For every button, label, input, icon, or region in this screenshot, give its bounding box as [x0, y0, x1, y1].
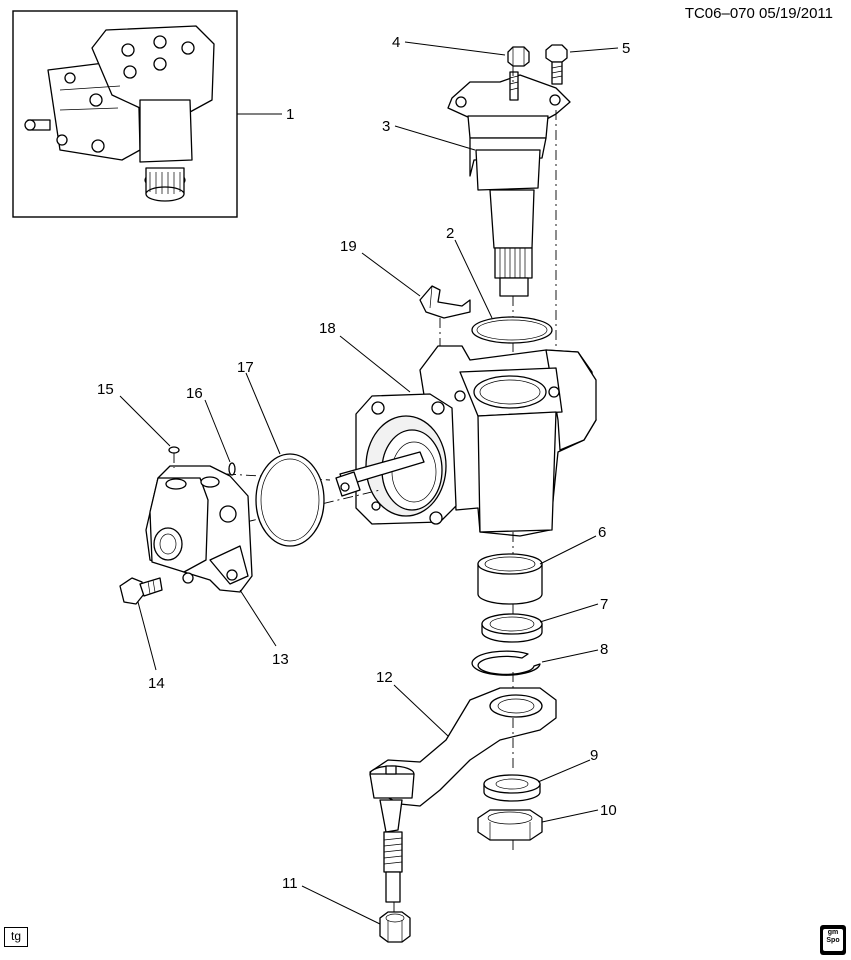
callout-9: 9 [590, 747, 598, 764]
part-8-retaining-ring [471, 650, 541, 676]
logo-line-2: Spo [826, 937, 840, 944]
part-14-bolt [119, 577, 163, 605]
callout-14: 14 [148, 675, 165, 692]
part-4-nut [507, 46, 530, 67]
part-15-seal [168, 446, 180, 454]
gm-spo-logo: gm Spo [820, 925, 846, 955]
part-13-adjuster-housing [145, 465, 253, 593]
callout-10: 10 [600, 802, 617, 819]
callout-18: 18 [319, 320, 336, 337]
logo-line-1: gm [827, 929, 839, 936]
callout-1: 1 [286, 106, 294, 123]
part-6-bearing [477, 553, 543, 605]
callout-12: 12 [376, 669, 393, 686]
callout-17: 17 [237, 359, 254, 376]
part-3-side-cover-sector-shaft [447, 71, 571, 297]
part-7-seal [481, 613, 543, 643]
tag-label: tg [4, 927, 28, 947]
callout-13: 13 [272, 651, 289, 668]
diagram-id-date: TC06–070 05/19/2011 [684, 5, 833, 22]
worm-shaft [335, 451, 425, 497]
callout-6: 6 [598, 524, 606, 541]
callout-16: 16 [186, 385, 203, 402]
part-11-nut [379, 911, 411, 943]
callout-8: 8 [600, 641, 608, 658]
part-12-pitman-arm [369, 687, 557, 903]
part-10-nut [477, 809, 543, 841]
callout-4: 4 [392, 34, 400, 51]
part-18-gear-housing [355, 345, 597, 537]
callout-5: 5 [622, 40, 630, 57]
callout-7: 7 [600, 596, 608, 613]
part-19-clip [419, 285, 471, 319]
inset-complete-gear [12, 10, 238, 218]
callout-2: 2 [446, 225, 454, 242]
part-17-o-ring [255, 453, 325, 547]
callout-11: 11 [282, 875, 298, 892]
part-2-o-ring [471, 316, 553, 344]
part-5-bolt [545, 44, 568, 85]
callout-15: 15 [97, 381, 114, 398]
callout-19: 19 [340, 238, 357, 255]
part-9-washer [483, 774, 541, 802]
callout-3: 3 [382, 118, 390, 135]
part-16-seal [228, 462, 236, 476]
